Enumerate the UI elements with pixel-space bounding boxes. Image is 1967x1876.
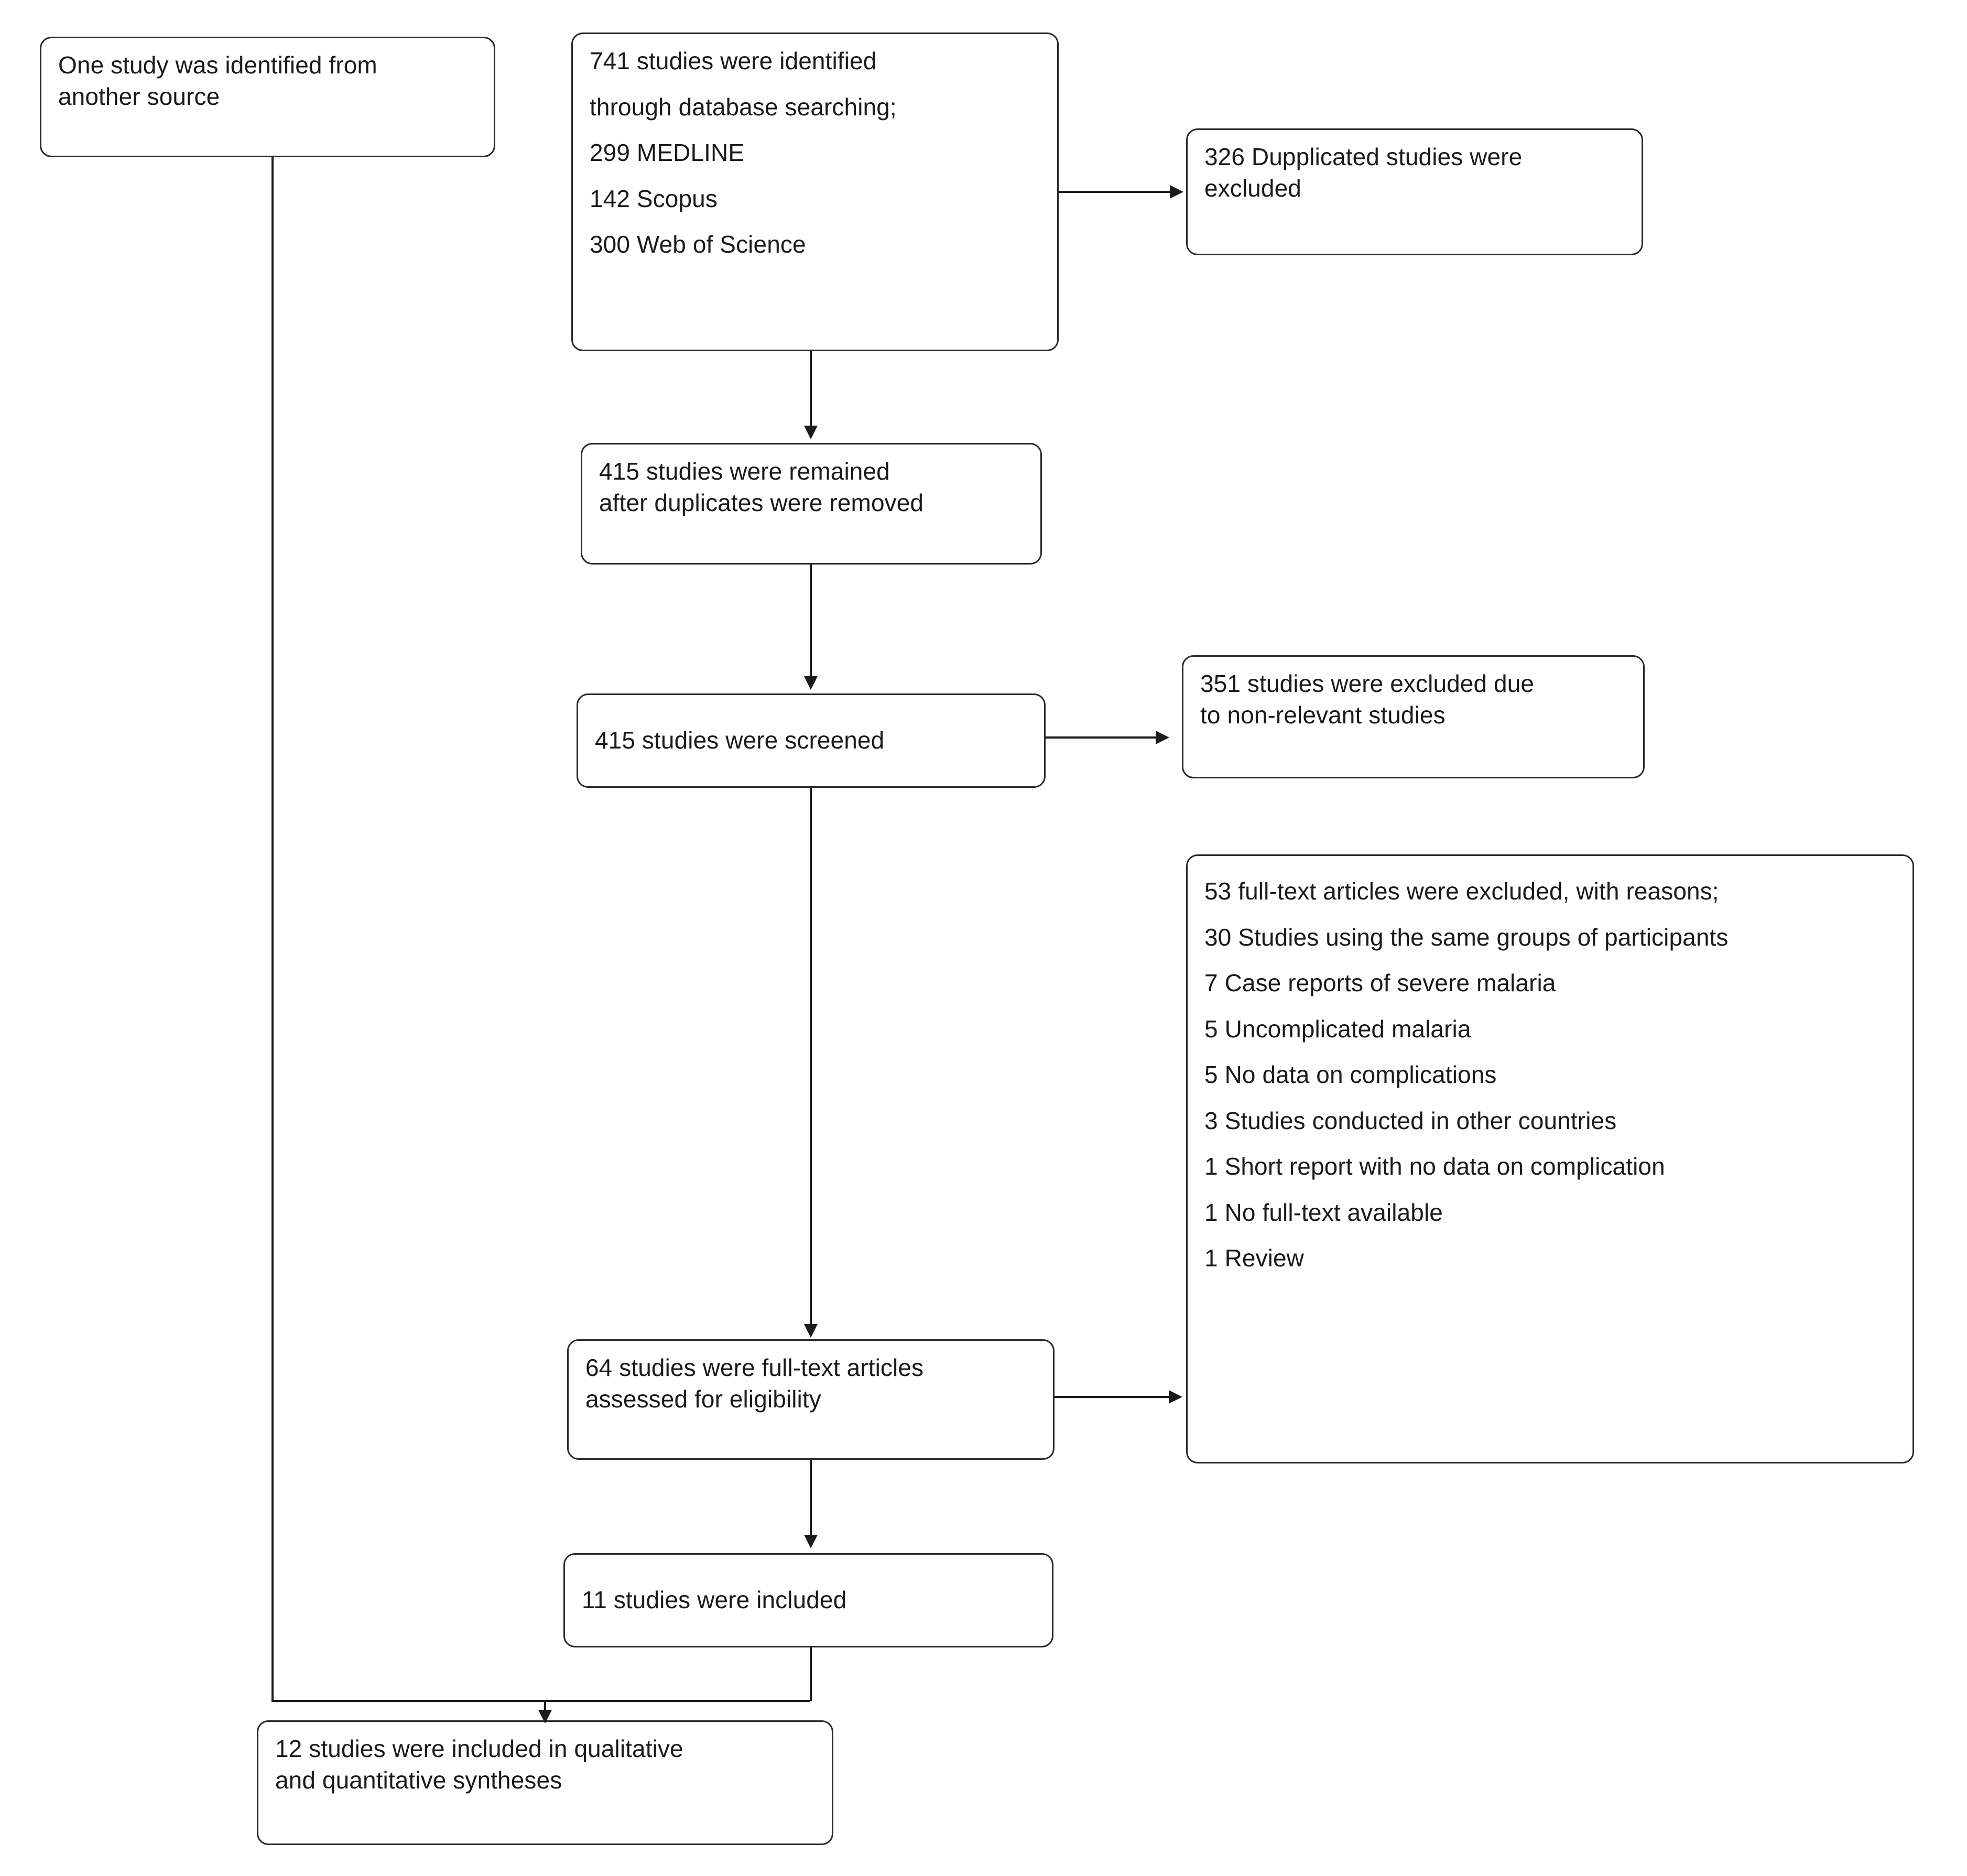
node-non-relevant-excluded: 351 studies were excluded due to non-rel… bbox=[1182, 655, 1645, 778]
connector-included-to-merge bbox=[810, 1647, 812, 1701]
node-other-source: One study was identified from another so… bbox=[40, 37, 495, 157]
arrow-search-to-after-duplicates bbox=[804, 426, 818, 439]
other-source-line-0: One study was identified from bbox=[58, 51, 377, 79]
node-duplicates-excluded: 326 Dupplicated studies were excluded bbox=[1186, 128, 1643, 255]
arrow-fulltext-to-excluded bbox=[1169, 1390, 1182, 1404]
database-search-line-4: 300 Web of Science bbox=[590, 231, 806, 258]
non-relevant-line-1: to non-relevant studies bbox=[1200, 701, 1446, 729]
arrow-screened-to-non-relevant bbox=[1156, 731, 1169, 744]
duplicates-excluded-line-1: excluded bbox=[1204, 174, 1301, 202]
arrow-search-to-duplicates bbox=[1170, 185, 1183, 199]
fulltext-excluded-line-8: 1 Review bbox=[1204, 1244, 1304, 1272]
fulltext-excluded-line-3: 5 Uncomplicated malaria bbox=[1204, 1015, 1471, 1043]
after-duplicates-line-1: after duplicates were removed bbox=[599, 489, 924, 516]
non-relevant-line-0: 351 studies were excluded due bbox=[1200, 670, 1535, 697]
fulltext-excluded-line-1: 30 Studies using the same groups of part… bbox=[1204, 923, 1729, 951]
fulltext-assessed-line-0: 64 studies were full-text articles bbox=[585, 1354, 924, 1381]
duplicates-excluded-line-0: 326 Dupplicated studies were bbox=[1204, 143, 1523, 170]
database-search-line-3: 142 Scopus bbox=[590, 185, 718, 212]
arrow-merge-to-synthesis bbox=[538, 1710, 552, 1723]
fulltext-excluded-line-6: 1 Short report with no data on complicat… bbox=[1204, 1153, 1665, 1180]
connector-after-duplicates-to-screened bbox=[810, 565, 812, 678]
node-fulltext-assessed: 64 studies were full-text articles asses… bbox=[567, 1339, 1055, 1460]
other-source-line-1: another source bbox=[58, 82, 220, 110]
arrow-fulltext-to-included bbox=[804, 1535, 818, 1548]
connector-other-source-vertical bbox=[271, 157, 274, 1702]
connector-search-to-duplicates bbox=[1059, 191, 1172, 193]
node-fulltext-excluded: 53 full-text articles were excluded, wit… bbox=[1186, 854, 1914, 1463]
node-screened: 415 studies were screened bbox=[577, 693, 1046, 788]
connector-screened-to-fulltext bbox=[810, 788, 812, 1327]
connector-other-source-horizontal bbox=[271, 1700, 810, 1702]
fulltext-assessed-line-1: assessed for eligibility bbox=[585, 1385, 821, 1413]
connector-search-to-after-duplicates bbox=[810, 351, 812, 429]
fulltext-excluded-line-2: 7 Case reports of severe malaria bbox=[1204, 969, 1556, 997]
node-database-search: 741 studies were identified through data… bbox=[571, 32, 1059, 351]
node-after-duplicates: 415 studies were remained after duplicat… bbox=[581, 443, 1042, 565]
arrow-after-duplicates-to-screened bbox=[804, 676, 818, 690]
node-synthesis: 12 studies were included in qualitative … bbox=[257, 1720, 833, 1845]
after-duplicates-line-0: 415 studies were remained bbox=[599, 458, 890, 485]
included-line-0: 11 studies were included bbox=[582, 1586, 847, 1614]
fulltext-excluded-line-7: 1 No full-text available bbox=[1204, 1198, 1443, 1226]
synthesis-line-1: and quantitative syntheses bbox=[275, 1766, 562, 1794]
connector-merge-to-synthesis bbox=[544, 1700, 546, 1714]
database-search-line-0: 741 studies were identified bbox=[590, 47, 877, 74]
screened-line-0: 415 studies were screened bbox=[595, 726, 885, 754]
connector-fulltext-to-excluded bbox=[1055, 1396, 1171, 1398]
synthesis-line-0: 12 studies were included in qualitative bbox=[275, 1735, 683, 1762]
fulltext-excluded-line-4: 5 No data on complications bbox=[1204, 1061, 1497, 1089]
fulltext-excluded-line-5: 3 Studies conducted in other countries bbox=[1204, 1107, 1617, 1134]
fulltext-excluded-line-0: 53 full-text articles were excluded, wit… bbox=[1204, 877, 1719, 905]
connector-fulltext-to-included bbox=[810, 1460, 812, 1537]
database-search-line-2: 299 MEDLINE bbox=[590, 139, 745, 167]
node-included: 11 studies were included bbox=[563, 1553, 1053, 1647]
arrow-screened-to-fulltext bbox=[804, 1324, 818, 1338]
database-search-line-1: through database searching; bbox=[590, 93, 897, 121]
connector-screened-to-non-relevant bbox=[1046, 736, 1157, 739]
